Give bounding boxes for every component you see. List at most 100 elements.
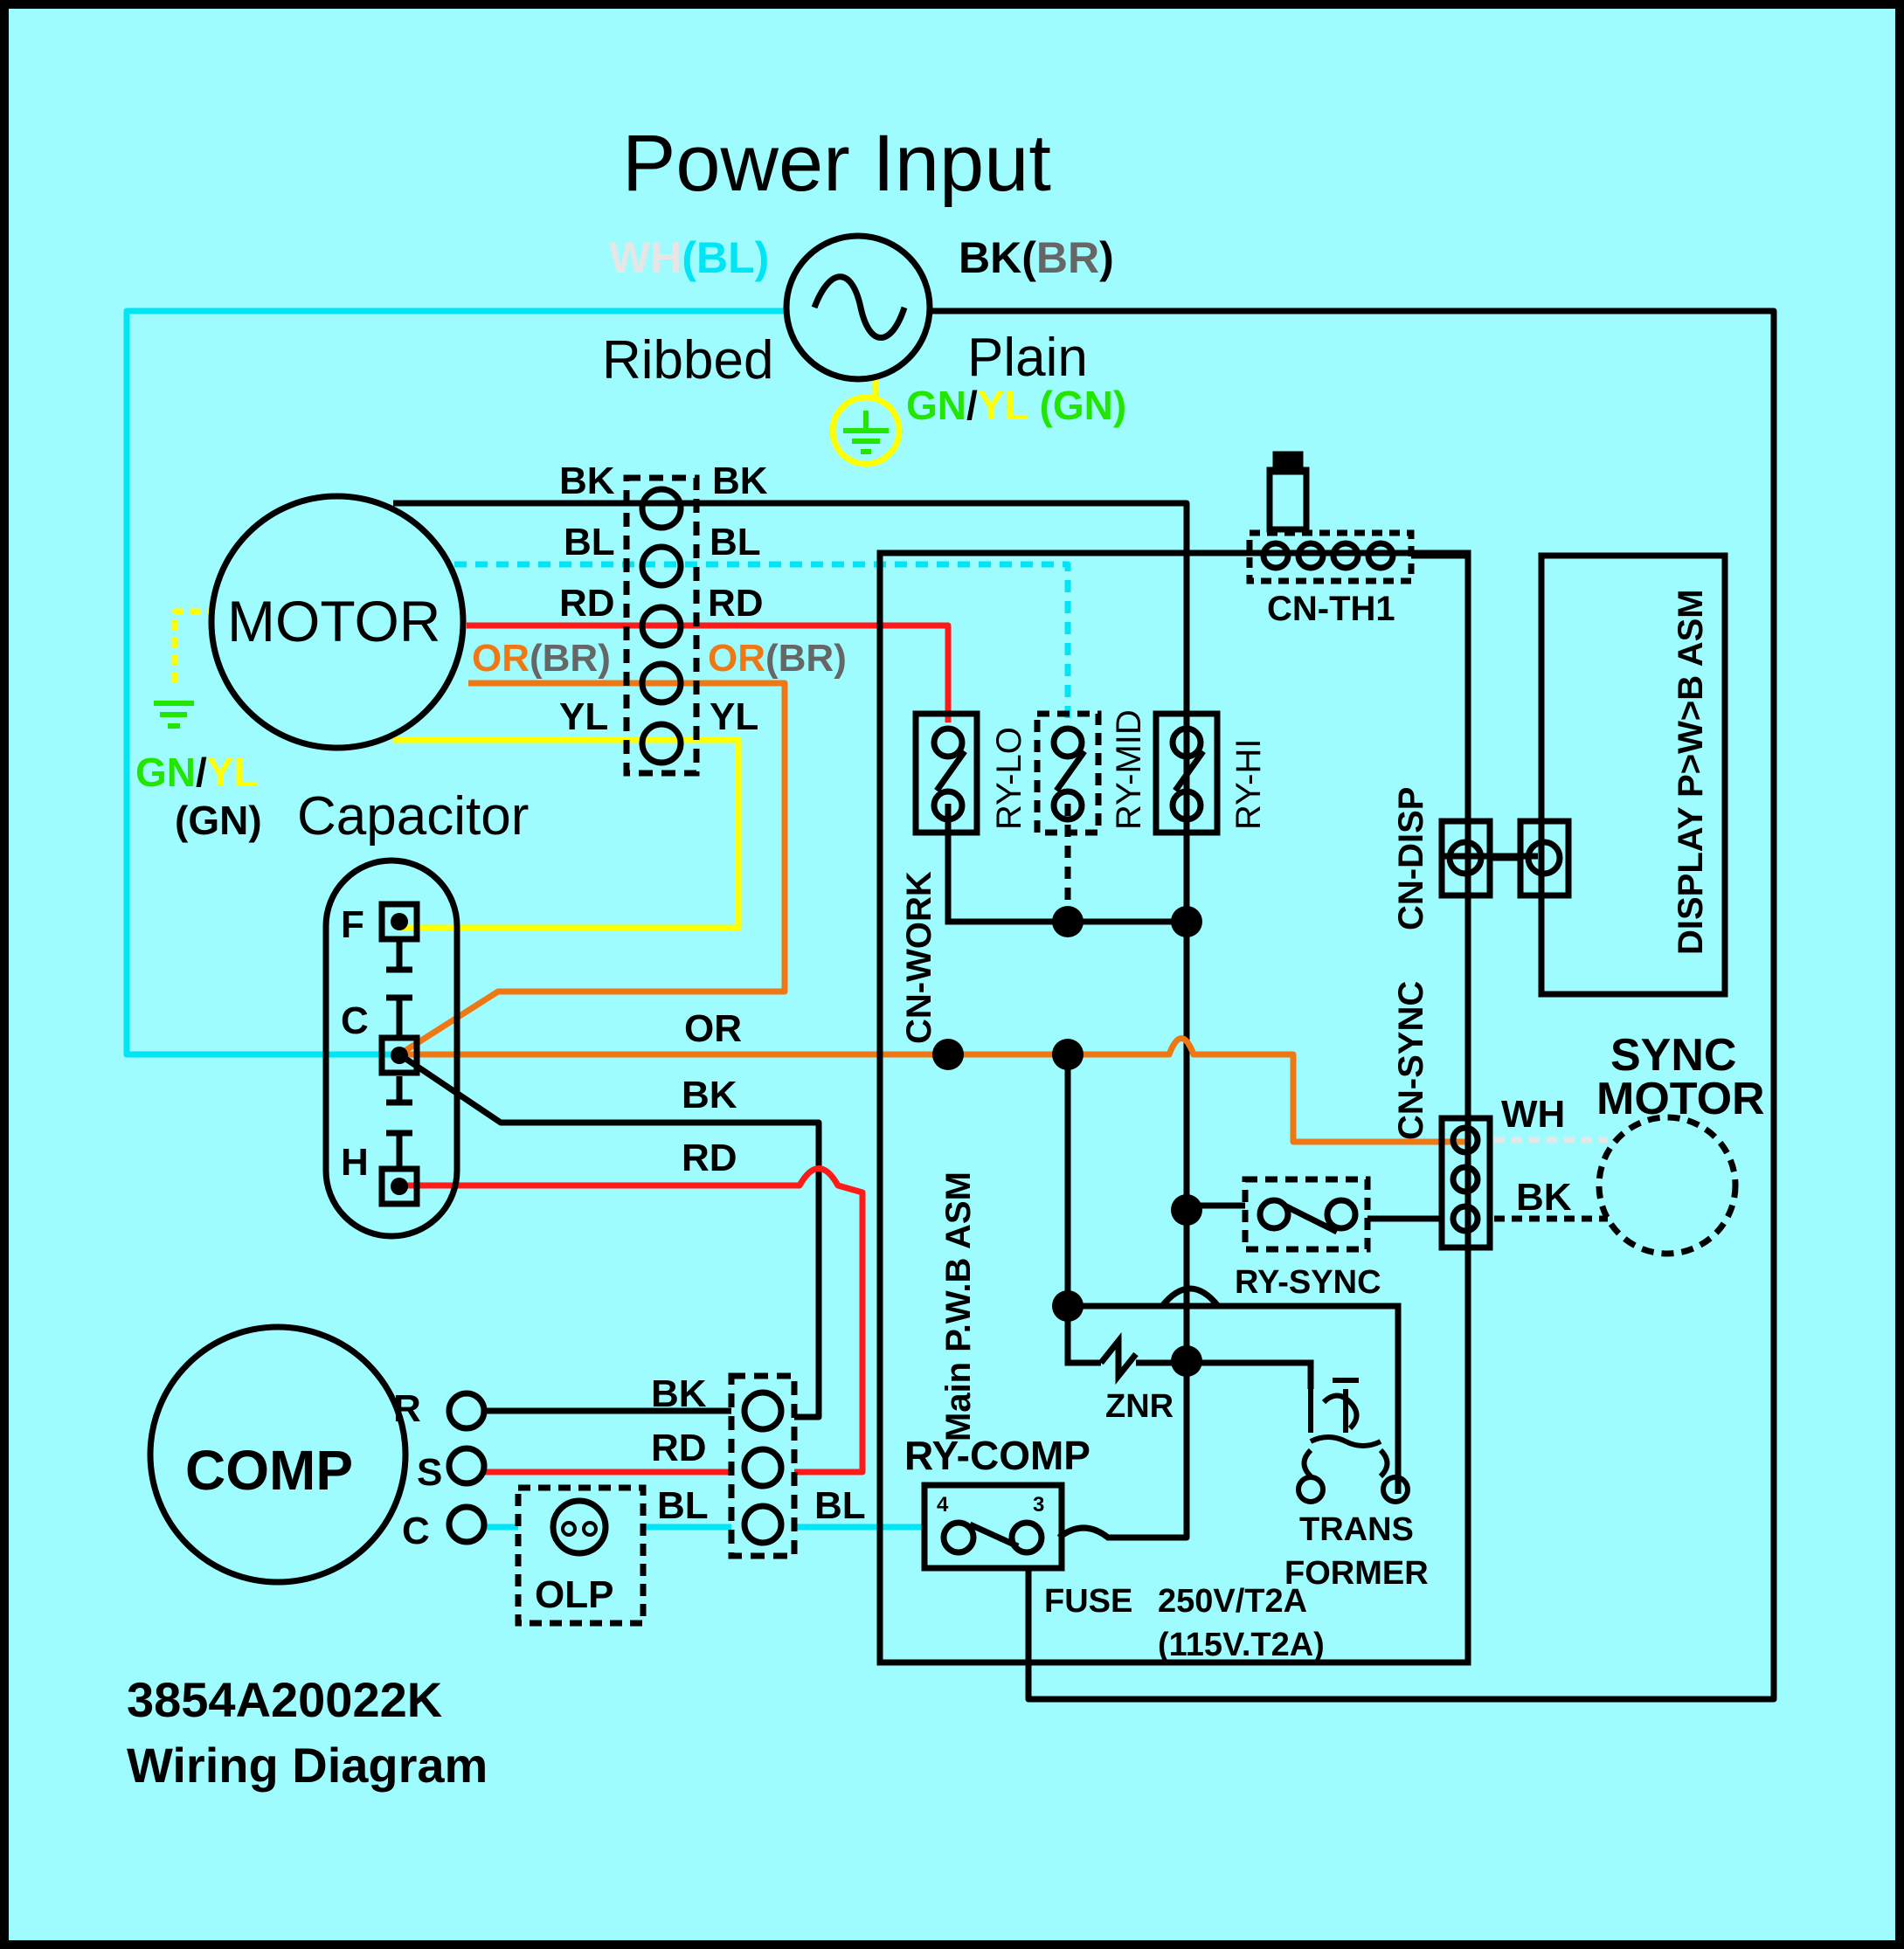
motor-circle [208,493,467,751]
cn-th1 [1246,451,1415,584]
wire-bk-power [930,308,1777,1703]
relay-switch [1054,749,1087,793]
power-gn-label: GN [906,383,966,428]
sync-motor-label-2: MOTOR [1596,1074,1765,1124]
sync-bk-label: BK [1516,1176,1572,1219]
relay-contact [1257,1197,1291,1232]
conn-rd-left: RD [559,582,615,625]
connector-pin [1330,540,1361,571]
capacitor-body [322,857,460,1240]
junction-dot [1171,906,1202,937]
conn-br-left: (BR) [530,637,611,680]
wire-bl-motor [454,561,1071,722]
power-wh-label: WH [609,233,682,282]
motor-connector [623,474,700,777]
relay-contact [1169,725,1204,760]
sync-motor-circle [1596,1114,1739,1257]
junctions [932,906,1202,1377]
capacitor [322,857,460,1240]
capacitor-plates [386,942,412,1167]
connector-pin [741,1389,785,1433]
svg-text:GN/YL: GN/YL [135,750,259,795]
wire-bl-power [123,308,797,1058]
ground-icon [843,411,889,454]
connector-pin [1295,540,1326,571]
wire-rd-motor [467,622,952,722]
connector-pin [1450,1203,1481,1234]
connector-pin [1365,540,1396,571]
olp-pin [561,1521,577,1537]
connector-pin [1446,839,1485,877]
junction-dot [1052,1290,1084,1322]
terminal-dot [391,913,408,930]
wire-or-sync [399,1035,1468,1145]
znr-icon [1098,1332,1139,1385]
transformer-coil [1301,1448,1390,1479]
display-box [1538,552,1728,998]
transformer [1296,1306,1410,1504]
display-asm-label: DISPLAY P>W>B ASM [1672,589,1710,955]
cn-disp [1438,818,1572,899]
relay-contact [931,725,966,760]
connector-pin [1450,1164,1481,1195]
relay-contact [1050,725,1085,760]
power-bk-label: BK( [959,233,1036,282]
ry-comp-pin3: 3 [1033,1493,1044,1517]
conn-yl-left: YL [559,695,608,738]
comp-terminal-c [446,1503,488,1545]
relay-contact [931,788,966,823]
comp-rd-label: RD [651,1427,707,1469]
fuse-rating-1: 250V/T2A [1158,1583,1307,1620]
conn-bk-left: BK [559,460,615,502]
conn-or-right: OR [708,637,765,680]
junction-dot [1052,906,1084,937]
comp-bk-label: BK [651,1372,707,1415]
diagram-caption: Wiring Diagram [127,1738,488,1793]
transformer-coil [1321,1393,1360,1431]
ry-comp-box [921,1482,1065,1572]
pcb-znr-left [1064,1306,1101,1366]
ry-lo-box [912,710,980,836]
relay-contact [940,1519,977,1556]
relay-contact [1324,1197,1359,1232]
wire-bk-comp [398,1052,822,1420]
relay-contact [1008,1519,1045,1556]
pcb-cn-th1-wire [1411,552,1471,839]
relay-switch [1283,1202,1339,1235]
cn-th1-box [1246,529,1415,584]
thermistor-cap [1272,451,1304,475]
comp-circle [147,1324,409,1586]
capacitor-c-label: C [341,999,369,1042]
capacitor-h-label: H [341,1141,369,1184]
power-br-label: BR [1036,233,1099,282]
comp-terminal-s [446,1445,488,1487]
junction-dot [1052,1039,1084,1070]
conn-rd-right: RD [708,582,764,625]
connector-pin [639,486,684,531]
conn-bk-right: BK [712,460,768,502]
relay-switch [968,1521,1020,1550]
capacitor-terminal-h [378,1165,420,1207]
relay-switch [934,749,967,793]
znr-label: ZNR [1105,1388,1174,1425]
connector-pin [639,721,684,766]
transformer-pin [1296,1475,1326,1504]
conn-or-left: OR [472,637,530,680]
connector-pin [1450,1124,1481,1156]
thermistor-body [1266,467,1310,533]
relay-switch [1173,749,1206,793]
comp-r-label: R [393,1387,421,1430]
motor-gn2-label: (GN) [175,798,262,843]
pcb-hop [1068,1285,1221,1310]
relays [912,710,1371,1572]
olp-icon [550,1497,609,1557]
motor-gn-label: GN [135,750,196,795]
connector-pin [741,1446,785,1489]
comp-c-label: C [402,1510,430,1552]
connector-pin [639,660,684,706]
trans-label-2: FORMER [1284,1555,1429,1592]
wire-rd-label: RD [682,1137,737,1179]
comp-connector-box [728,1372,798,1559]
